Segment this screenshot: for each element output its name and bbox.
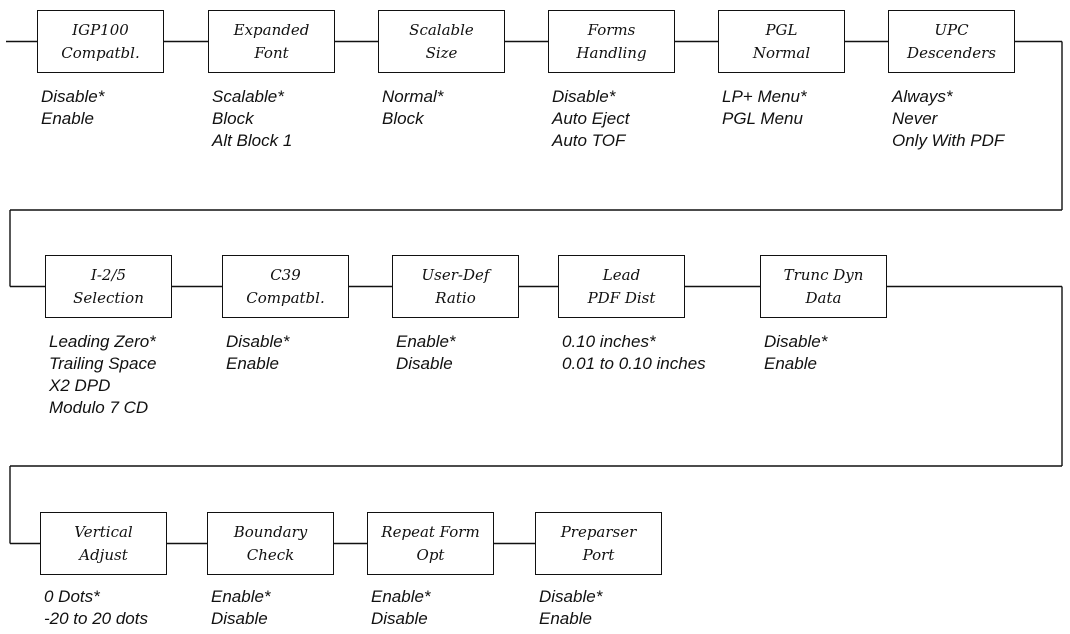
option-value: Disable*: [764, 332, 828, 351]
menu-title-line: IGP100: [72, 20, 129, 39]
menu-pgl-normal-options: LP+ Menu* PGL Menu: [722, 86, 807, 130]
option-value: Disable*: [226, 332, 290, 351]
menu-title-line: Compatbl.: [61, 43, 140, 62]
option-value: 0.10 inches*: [562, 332, 656, 351]
menu-boundary-check-options: Enable* Disable: [211, 586, 271, 630]
menu-preparser-port-options: Disable* Enable: [539, 586, 602, 630]
option-value: Alt Block 1: [212, 131, 293, 150]
menu-scalable-size-options: Normal* Block: [382, 86, 443, 130]
menu-title-line: Port: [582, 545, 615, 564]
option-value: Block: [382, 109, 424, 128]
menu-title-line: User-Def: [421, 265, 490, 284]
option-value: Modulo 7 CD: [49, 398, 149, 417]
menu-igp100-compatbl-options: Disable* Enable: [41, 86, 104, 130]
option-value: Only With PDF: [892, 131, 1005, 150]
menu-title-line: C39: [270, 265, 301, 284]
option-value: 0.01 to 0.10 inches: [562, 354, 706, 373]
option-value: Enable: [539, 609, 592, 628]
option-value: Disable: [396, 354, 453, 373]
menu-title-line: Font: [254, 43, 289, 62]
option-value: LP+ Menu*: [722, 87, 807, 106]
menu-title-line: Repeat Form: [381, 522, 480, 541]
menu-title-line: PDF Dist: [587, 288, 656, 307]
menu-title-line: Preparser: [560, 522, 637, 541]
menu-title-line: Boundary: [233, 522, 308, 541]
menu-title-line: Vertical: [74, 522, 133, 541]
menu-title-line: Expanded: [233, 20, 310, 39]
option-value: Enable: [764, 354, 817, 373]
menu-title-line: Trunc Dyn: [783, 265, 864, 284]
option-value: Disable*: [41, 87, 105, 106]
menu-title-line: Forms: [587, 20, 636, 39]
menu-title-line: Scalable: [409, 20, 474, 39]
option-value: Enable*: [396, 332, 456, 351]
menu-c39-compatbl-options: Disable* Enable: [226, 331, 289, 375]
menu-title-line: PGL: [765, 20, 798, 39]
option-value: Normal*: [382, 87, 444, 106]
option-value: Disable*: [552, 87, 616, 106]
option-value: Always*: [892, 87, 953, 106]
menu-title-line: I-2/5: [90, 265, 127, 284]
option-value: Never: [892, 109, 938, 128]
menu-title-line: Selection: [73, 288, 144, 307]
option-value: Scalable*: [212, 87, 284, 106]
option-value: Enable: [226, 354, 279, 373]
option-value: Leading Zero*: [49, 332, 156, 351]
option-value: PGL Menu: [722, 109, 803, 128]
menu-vertical-adjust-options: 0 Dots* -20 to 20 dots: [44, 586, 148, 630]
option-value: Disable*: [539, 587, 603, 606]
menu-title-line: Compatbl.: [246, 288, 325, 307]
option-value: Auto Eject: [552, 109, 630, 128]
menu-title-line: Opt: [416, 545, 445, 564]
menu-user-def-ratio-options: Enable* Disable: [396, 331, 456, 375]
menu-title-line: Data: [805, 288, 842, 307]
menu-lead-pdf-dist-options: 0.10 inches* 0.01 to 0.10 inches: [562, 331, 706, 375]
menu-title-line: Handling: [576, 43, 647, 62]
option-value: Disable: [371, 609, 428, 628]
option-value: Auto TOF: [552, 131, 626, 150]
option-value: Enable*: [371, 587, 431, 606]
option-value: Trailing Space: [49, 354, 157, 373]
option-value: X2 DPD: [49, 376, 111, 395]
option-value: Block: [212, 109, 254, 128]
option-value: Disable: [211, 609, 268, 628]
menu-title-line: Ratio: [435, 288, 476, 307]
menu-upc-descenders-box: UPC Descenders: [888, 10, 1015, 73]
menu-title-line: Check: [246, 545, 295, 564]
option-value: Enable: [41, 109, 94, 128]
menu-trunc-dyn-data-options: Disable* Enable: [764, 331, 827, 375]
menu-title-line: Adjust: [79, 545, 128, 564]
menu-title-line: Normal: [752, 43, 811, 62]
option-value: 0 Dots*: [44, 587, 100, 606]
menu-pgl-normal-box: PGL Normal: [718, 10, 845, 73]
menu-title-line: Descenders: [907, 43, 996, 62]
menu-title-line: Size: [425, 43, 458, 62]
menu-title-line: Lead: [602, 265, 641, 284]
menu-title-line: UPC: [934, 20, 969, 39]
option-value: Enable*: [211, 587, 271, 606]
option-value: -20 to 20 dots: [44, 609, 148, 628]
menu-i-2-5-selection-options: Leading Zero* Trailing Space X2 DPD Modulo …: [49, 331, 156, 419]
menu-repeat-form-opt-options: Enable* Disable: [371, 586, 431, 630]
